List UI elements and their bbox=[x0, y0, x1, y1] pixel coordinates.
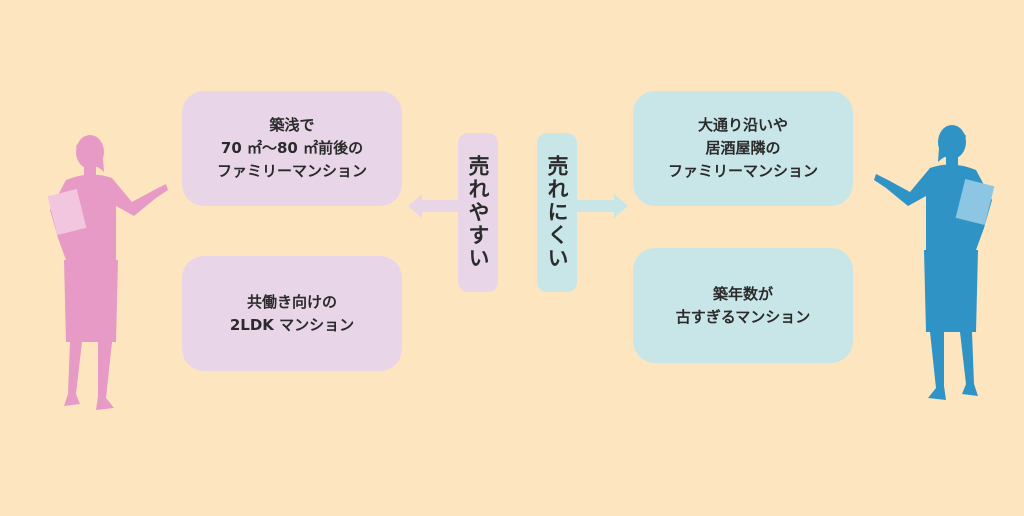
sell-easily-item-2-line-2: 2LDK マンション bbox=[229, 315, 355, 334]
sell-hard-item-2-line-2: 古すぎるマンション bbox=[675, 307, 811, 326]
sell-hard-item-2-line-1: 築年数が bbox=[712, 284, 773, 303]
sell-easily-item-1-line-1: 築浅で bbox=[269, 116, 315, 134]
businesswoman-silhouette-right-icon bbox=[874, 125, 995, 400]
sell-hard-item-1: 大通り沿いや 居酒屋隣の ファミリーマンション bbox=[633, 91, 853, 206]
sell-hard-item-1-line-3: ファミリーマンション bbox=[667, 162, 818, 180]
arrow-right-icon bbox=[576, 194, 628, 218]
sell-easily-item-2-line-1: 共働き向けの bbox=[246, 292, 337, 311]
sell-hard-item-2: 築年数が 古すぎるマンション bbox=[633, 248, 853, 363]
sell-easily-item-1-line-2: 70 ㎡〜80 ㎡前後の bbox=[220, 139, 364, 157]
arrow-left-icon bbox=[408, 194, 460, 218]
businesswoman-silhouette-left-icon bbox=[47, 135, 168, 410]
sell-hard-label: 売れにくい bbox=[537, 133, 577, 292]
sell-easily-item-2: 共働き向けの 2LDK マンション bbox=[182, 256, 402, 371]
sell-hard-item-1-line-1: 大通り沿いや bbox=[697, 116, 788, 134]
sell-easily-label: 売れやすい bbox=[458, 133, 498, 292]
sell-easily-item-1-line-3: ファミリーマンション bbox=[216, 162, 367, 180]
sell-easily-item-1: 築浅で 70 ㎡〜80 ㎡前後の ファミリーマンション bbox=[182, 91, 402, 206]
sell-hard-item-1-line-2: 居酒屋隣の bbox=[705, 139, 781, 157]
